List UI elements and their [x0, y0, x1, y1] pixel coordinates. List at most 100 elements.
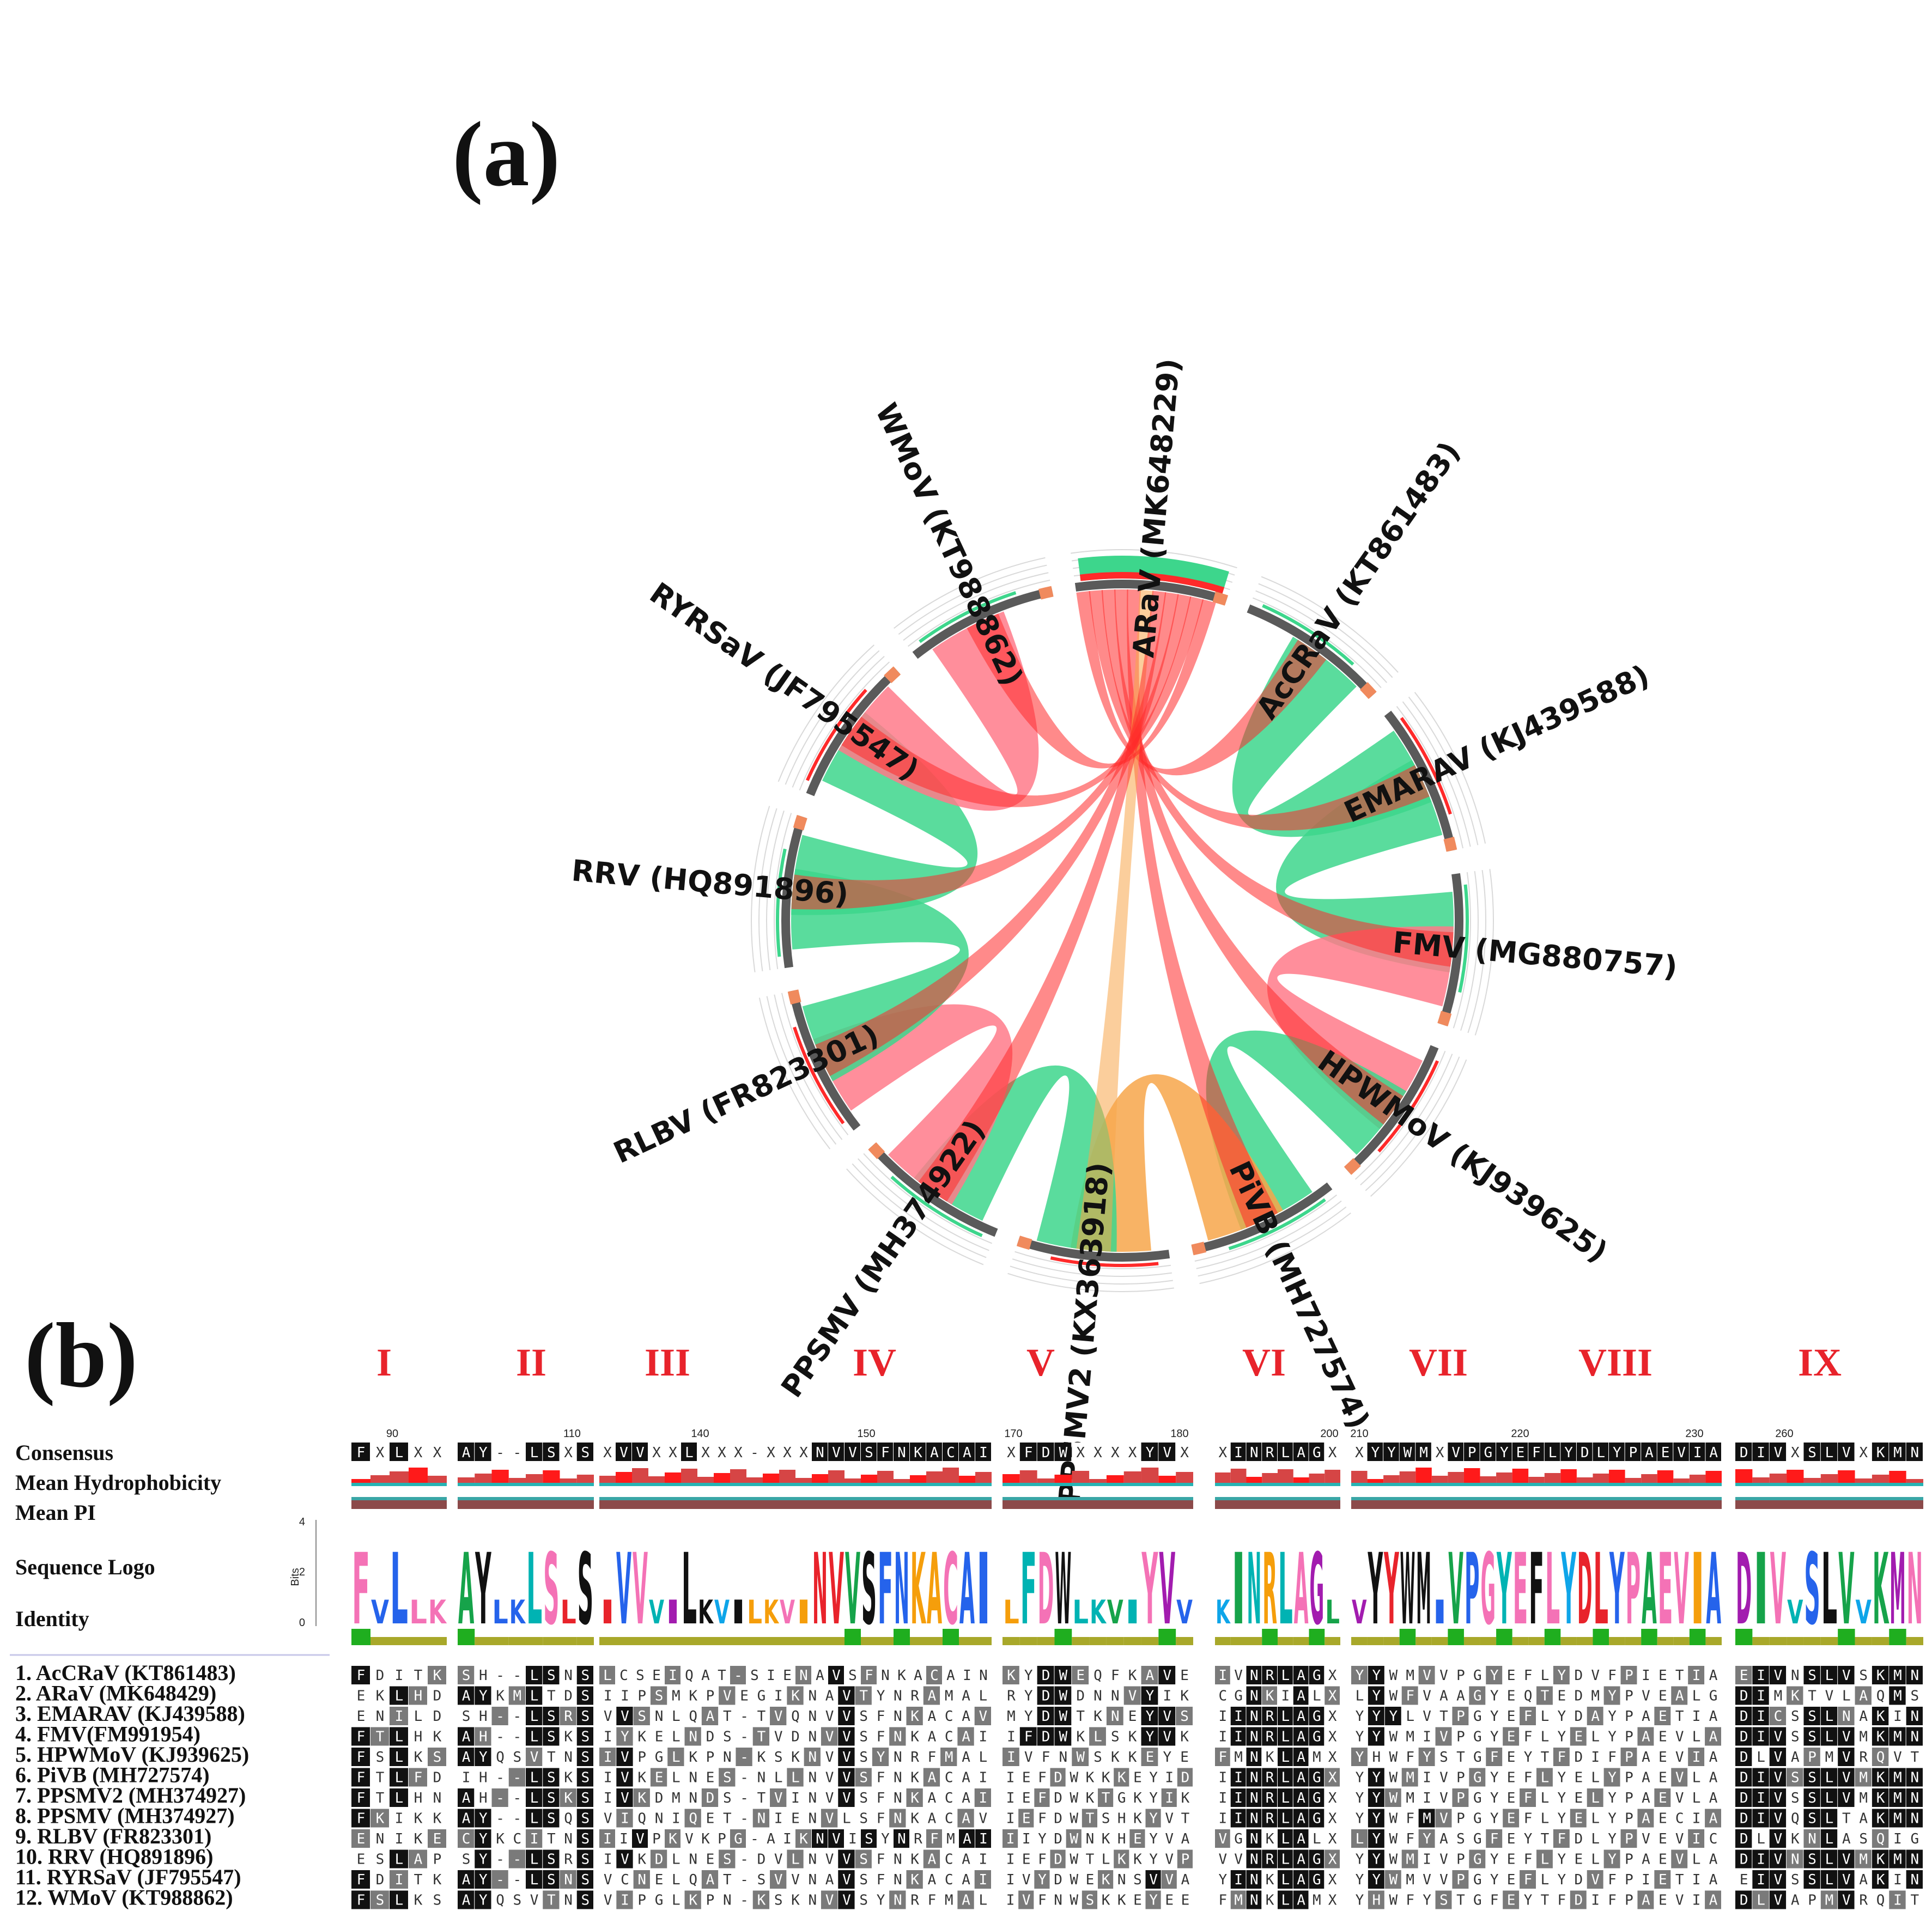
residue-cell [923, 1727, 940, 1746]
residue: Y [1608, 1831, 1617, 1847]
residue: F [357, 1668, 366, 1684]
residue-cell [560, 1849, 576, 1869]
identity-bar [1544, 1629, 1561, 1645]
residue: S [1859, 1668, 1868, 1684]
residue: E [655, 1872, 664, 1888]
residue-cell [1177, 1829, 1193, 1848]
residue: K [910, 1708, 919, 1725]
residue-cell [1325, 1890, 1340, 1909]
logo-letter: V [1787, 1593, 1803, 1632]
residue-cell [1469, 1686, 1486, 1705]
residue: V [1423, 1668, 1431, 1684]
motif-label-VIII: VIII [1578, 1341, 1652, 1384]
identity-bar [779, 1637, 795, 1645]
hydrophobicity-baseline [1351, 1483, 1722, 1486]
residue-cell [1503, 1809, 1520, 1828]
residue-cell [1769, 1748, 1787, 1766]
residue: P [1808, 1892, 1816, 1909]
residue: I [672, 1811, 681, 1827]
residue: L [395, 1749, 404, 1766]
hydrophobicity-bar [1019, 1470, 1037, 1484]
residue-cell [804, 1809, 821, 1828]
residue: Y [1608, 1852, 1617, 1868]
residue: S [1102, 1811, 1110, 1827]
residue: F [1111, 1668, 1120, 1684]
logo-letter: L [1325, 1593, 1340, 1632]
identity-bar [1480, 1637, 1497, 1645]
residue-cell [1114, 1890, 1129, 1909]
residue: T [1541, 1892, 1550, 1909]
residue-cell [1637, 1707, 1654, 1725]
residue-cell [1401, 1829, 1418, 1848]
residue-cell [1705, 1809, 1721, 1828]
consensus-cell [1769, 1443, 1787, 1461]
residue-cell [1603, 1727, 1620, 1746]
residue: L [1541, 1872, 1550, 1888]
position-tick: 110 [563, 1428, 581, 1440]
residue: S [1791, 1790, 1800, 1806]
consensus-cell [1399, 1443, 1415, 1461]
residue-cell [543, 1727, 560, 1746]
residue: F [877, 1729, 885, 1745]
residue-cell [974, 1890, 991, 1909]
residue-cell [1161, 1870, 1177, 1889]
residue: R [910, 1892, 919, 1909]
hydrophobicity-bar [1560, 1469, 1577, 1484]
residue-cell [1246, 1788, 1262, 1807]
residue-cell [1838, 1768, 1855, 1787]
consensus-cell [1383, 1443, 1399, 1461]
residue-cell [1906, 1727, 1923, 1746]
residue: G [1313, 1872, 1321, 1888]
logo-letter: K [910, 1533, 926, 1647]
residue-cell [855, 1849, 872, 1869]
logo-letter: Y [1384, 1533, 1400, 1647]
residue-cell [616, 1870, 633, 1889]
residue-cell [770, 1768, 787, 1787]
residue-cell [1278, 1809, 1293, 1828]
consensus-residue: X [1859, 1445, 1868, 1461]
sector-marker [787, 989, 801, 1005]
identity-bar [1003, 1637, 1020, 1645]
consensus-cell [746, 1443, 762, 1461]
residue: V [842, 1790, 851, 1806]
residue-cell [1351, 1686, 1368, 1705]
residue-cell [667, 1686, 684, 1705]
residue: A [928, 1790, 937, 1806]
residue: W [1389, 1892, 1398, 1909]
residue-cell [1752, 1788, 1769, 1807]
residue-cell [1325, 1829, 1340, 1848]
residue: N [1250, 1668, 1259, 1684]
residue-cell [1469, 1829, 1486, 1848]
residue: N [1111, 1688, 1120, 1705]
residue: Y [1149, 1790, 1158, 1806]
residue-cell [1838, 1686, 1855, 1705]
consensus-residue: X [603, 1445, 612, 1461]
residue-cell [1246, 1870, 1262, 1889]
residue: G [1473, 1852, 1482, 1868]
residue: T [1181, 1811, 1190, 1827]
residue-cell [1054, 1686, 1072, 1705]
residue-cell [458, 1768, 475, 1787]
consensus-cell [795, 1443, 811, 1461]
residue-cell [1293, 1829, 1309, 1848]
track-label: Consensus [15, 1440, 113, 1465]
position-tick: 230 [1685, 1428, 1703, 1440]
residue: F [1524, 1708, 1533, 1725]
logo-letter: A [927, 1533, 942, 1647]
residue: L [530, 1790, 539, 1806]
residue: F [877, 1811, 885, 1827]
residue-cell [1003, 1727, 1019, 1746]
residue: I [1692, 1831, 1701, 1847]
residue-cell [1536, 1829, 1553, 1848]
residue-cell [508, 1849, 525, 1869]
residue-cell [1176, 1727, 1193, 1746]
residue-cell [1787, 1809, 1803, 1828]
residue-cell [616, 1727, 633, 1746]
residue-cell [1838, 1748, 1855, 1766]
residue: Y [1356, 1770, 1364, 1786]
residue: I [1893, 1872, 1902, 1888]
residue-cell [1003, 1788, 1018, 1807]
sequence-label: 5. HPWMoV (KJ939625) [15, 1742, 249, 1767]
residue: F [1524, 1770, 1533, 1786]
residue-cell [1230, 1727, 1246, 1746]
